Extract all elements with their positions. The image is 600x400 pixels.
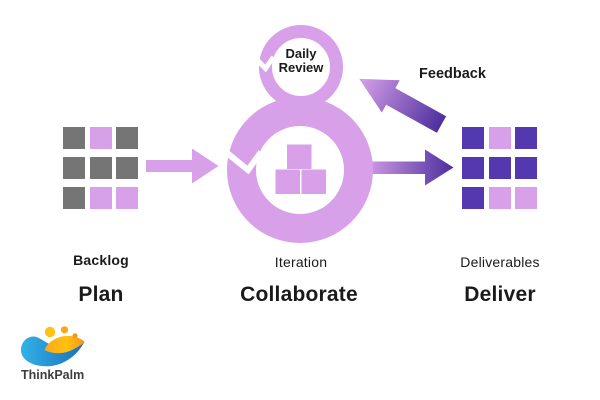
thinkpalm-logo-icon	[20, 326, 85, 367]
iteration-ring-notch-icon	[219, 145, 264, 175]
feedback-label: Feedback	[419, 66, 486, 82]
grid-cell-gray	[63, 187, 85, 209]
grid-cell-dark	[515, 157, 537, 179]
grid-cell-gray	[63, 127, 85, 149]
logo-dot-medium	[60, 326, 69, 334]
logo-leaf-shape	[44, 335, 85, 354]
deliverables-grid	[462, 127, 537, 209]
deliverables-label: Deliverables	[460, 254, 540, 270]
thinkpalm-logo-text: ThinkPalm	[21, 368, 85, 382]
work-items-icon	[275, 144, 326, 194]
grid-cell-gray	[89, 157, 112, 179]
feedback-arrow	[359, 78, 447, 133]
logo-dot-large	[44, 326, 56, 338]
backlog-label: Backlog	[73, 252, 129, 268]
grid-cell-lilac	[488, 127, 511, 149]
grid-cell-gray	[116, 127, 138, 149]
grid-cell-lilac	[89, 127, 112, 149]
grid-cell-lilac	[116, 187, 138, 209]
grid-cell-dark	[462, 187, 484, 209]
deliver-label: Deliver	[464, 283, 536, 306]
grid-cell-dark	[515, 127, 537, 149]
grid-cell-dark	[462, 127, 484, 149]
grid-cell-lilac	[515, 187, 537, 209]
collaborate-label: Collaborate	[240, 283, 358, 306]
arrow-plan-to-collaborate	[146, 148, 219, 184]
grid-cell-dark	[488, 157, 511, 179]
daily-review-label: Daily Review	[278, 46, 324, 75]
logo-dot-small	[72, 333, 78, 339]
grid-cell-dark	[462, 157, 484, 179]
iteration-label: Iteration	[274, 254, 328, 270]
plan-label: Plan	[78, 283, 124, 306]
grid-cell-gray	[63, 157, 85, 179]
daily-review-ring-notch-icon	[250, 53, 276, 73]
grid-cell-gray	[116, 157, 138, 179]
backlog-grid	[63, 127, 138, 209]
iteration-cycle-ring	[227, 97, 373, 243]
grid-cell-lilac	[89, 187, 112, 209]
arrow-collaborate-to-deliver	[362, 149, 454, 186]
grid-cell-lilac	[488, 187, 511, 209]
